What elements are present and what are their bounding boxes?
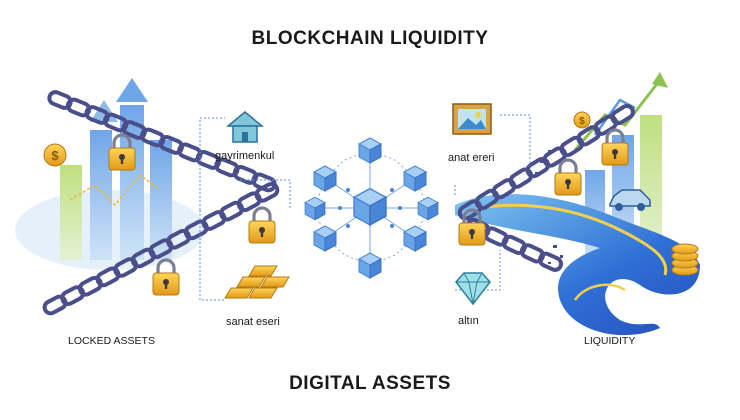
- padlock-icon: [553, 158, 583, 197]
- label-gayrimenkul: gayrimenkul: [215, 150, 275, 162]
- painting-icon: [452, 103, 492, 135]
- section-locked-assets: LOCKED ASSETS: [68, 335, 155, 347]
- label-altin: altın: [458, 315, 479, 327]
- house-icon: [225, 111, 265, 143]
- svg-text:$: $: [579, 116, 585, 127]
- diagram-title: BLOCKCHAIN LIQUIDITY: [251, 28, 489, 49]
- chain-fragments: [535, 150, 563, 264]
- section-liquidity: LIQUIDITY: [584, 335, 636, 347]
- right-connector-lines: [454, 114, 531, 291]
- left-connector-lines: [199, 117, 291, 301]
- left-bar-chart: [15, 78, 205, 270]
- padlock-icon: [247, 206, 277, 245]
- dollar-coin-icon: $: [43, 143, 67, 167]
- car-icon: [609, 189, 651, 211]
- coin-stack-icon: [671, 243, 699, 276]
- blockchain-cube-network-icon: [304, 137, 439, 279]
- label-anat-ereri: anat ereri: [448, 152, 495, 164]
- svg-text:$: $: [51, 148, 59, 163]
- diamond-icon: [455, 272, 491, 306]
- liquidity-water-flow: [455, 194, 700, 336]
- dollar-coin-icon: $: [573, 111, 591, 129]
- gold-bars-icon: [224, 265, 290, 299]
- label-sanat-eseri: sanat eseri: [226, 316, 280, 328]
- diagram-footer: DIGITAL ASSETS: [289, 373, 451, 394]
- padlock-icon: [151, 258, 181, 297]
